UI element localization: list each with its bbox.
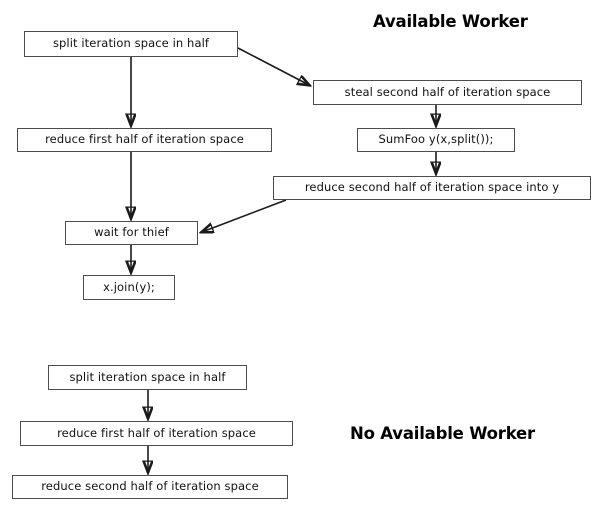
node-wait-for-thief[interactable]: wait for thief — [65, 221, 198, 245]
node-reduce-first-half[interactable]: reduce first half of iteration space — [17, 128, 272, 152]
edge-split-to-steal — [237, 47, 309, 85]
section-heading-available-worker: Available Worker — [373, 12, 528, 31]
node-x-join-y[interactable]: x.join(y); — [83, 275, 175, 300]
section-heading-no-available-worker: No Available Worker — [350, 424, 535, 443]
node-split-iteration-space-bottom[interactable]: split iteration space in half — [48, 365, 247, 390]
node-reduce-first-half-bottom[interactable]: reduce first half of iteration space — [20, 421, 293, 446]
node-sumfoo-call[interactable]: SumFoo y(x,split()); — [357, 128, 515, 152]
edge-reduce-second-to-wait — [202, 199, 287, 232]
node-split-iteration-space-top[interactable]: split iteration space in half — [24, 31, 238, 57]
node-reduce-second-half-bottom[interactable]: reduce second half of iteration space — [12, 475, 288, 499]
node-reduce-second-half-into-y[interactable]: reduce second half of iteration space in… — [273, 176, 591, 200]
node-steal-second-half[interactable]: steal second half of iteration space — [313, 80, 582, 105]
